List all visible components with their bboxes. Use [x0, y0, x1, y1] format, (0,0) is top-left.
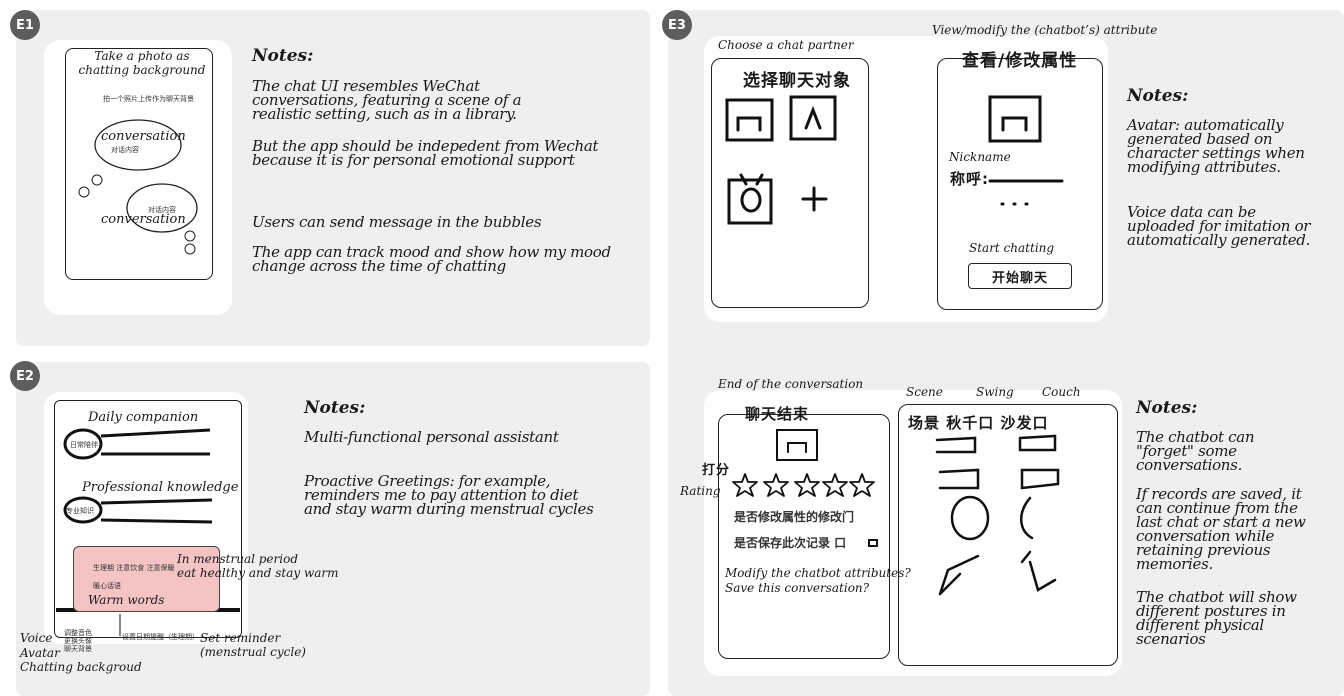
bottom-cn-reminder: 设置日期提醒（生理期） [122, 633, 199, 641]
note-e2-1: Multi-functional personal assistant [304, 428, 559, 446]
notes-title-e4: Notes: [1136, 398, 1198, 418]
bubble2-label: conversation [101, 212, 186, 227]
choose-cn: 选择聊天对象 [743, 71, 851, 91]
nickname-cn: 称呼: [950, 170, 989, 188]
set-reminder: Set reminder [200, 631, 281, 645]
modify-label: Modify the chatbot attributes? [725, 566, 911, 580]
phone-outline-e1 [65, 48, 213, 280]
save-cn: 是否保存此次记录 口 [734, 536, 847, 550]
phone-outline-e4b [898, 404, 1118, 666]
bubbles-e1 [78, 119, 198, 255]
bottom-cn2: 更换头像 [64, 637, 92, 645]
end-label: End of the conversation [718, 377, 864, 391]
note-e4-1: The chatbot can "forget" some conversati… [1136, 428, 1255, 474]
notes-title-e3: Notes: [1127, 86, 1189, 106]
nickname-label: Nickname [949, 150, 1011, 164]
badge-e1: E1 [10, 10, 40, 40]
eat-label: eat healthy and stay warm [177, 566, 339, 580]
note-e1-1: The chat UI resembles WeChat conversatio… [252, 77, 522, 123]
pink-cn1: 生理期 注意饮食 注意保暖 [93, 564, 175, 572]
phone-outline-e4a [718, 414, 890, 659]
prof-label: Professional knowledge [82, 480, 239, 495]
note-e3-1: Avatar: automatically generated based on… [1127, 116, 1305, 176]
badge-e2: E2 [10, 361, 40, 391]
badge-e3: E3 [662, 10, 692, 40]
note-e4-2: If records are saved, it can continue fr… [1136, 485, 1306, 573]
pink-cn2: 暖心话语 [93, 582, 121, 590]
avatar-label: Avatar [20, 646, 60, 660]
bubble1-label: conversation [101, 129, 186, 144]
note-e2-2: Proactive Greetings: for example, remind… [304, 472, 594, 518]
rating-label: Rating [680, 484, 721, 498]
scene-label: Scene [906, 385, 943, 399]
photo-cn: 拍一个照片上传作为聊天背景 [103, 95, 194, 103]
note-e1-3: Users can send message in the bubbles [252, 213, 542, 231]
bottom-cn3: 聊天背景 [64, 645, 92, 653]
swing-label: Swing [976, 385, 1014, 399]
save-label: Save this conversation? [725, 581, 870, 595]
notes-title-e2: Notes: [304, 398, 366, 418]
sketch-card-e1 [44, 40, 232, 315]
prof-cn: 专业知识 [66, 507, 94, 515]
take-photo-label: Take a photo as chatting background [72, 49, 212, 77]
menstrual-label: In menstrual period [177, 552, 299, 566]
note-e3-2: Voice data can be uploaded for imitation… [1127, 203, 1311, 249]
phone-outline-e3a [711, 58, 869, 308]
start-label: Start chatting [969, 241, 1055, 255]
warm-words-box [73, 546, 220, 612]
voice-label: Voice [20, 631, 53, 645]
daily-cn: 日常陪伴 [70, 441, 98, 449]
note-e1-2: But the app should be indepedent from We… [252, 137, 599, 169]
note-e1-4: The app can track mood and show how my m… [252, 243, 611, 275]
rating-cn: 打分 [702, 463, 731, 478]
end-sketch-e4 [732, 429, 1060, 596]
bubble2-cn: 对话内容 [148, 206, 176, 214]
notes-title-e1: Notes: [252, 46, 314, 66]
take-photo-text: Take a photo as chatting background [78, 49, 206, 77]
modify-cn: 是否修改属性的修改门 [734, 510, 855, 524]
avatar-sketches-e3 [725, 95, 1064, 225]
bubble1-cn: 对话内容 [111, 146, 139, 154]
sketch-card-e4 [704, 390, 1122, 676]
chat-bg-label: Chatting backgroud [20, 660, 142, 674]
menstrual-cycle: (menstrual cycle) [200, 645, 306, 659]
warm-words: Warm words [88, 593, 165, 607]
daily-label: Daily companion [88, 410, 199, 425]
view-label: View/modify the (chatbot’s) attribute [932, 23, 1158, 37]
bottom-cn1: 调整音色 [64, 629, 92, 637]
scene-cn: 场景 秋千口 沙发口 [908, 414, 1049, 432]
start-cn: 开始聊天 [991, 270, 1048, 286]
phone-outline-e3b [937, 58, 1103, 310]
view-cn: 查看/修改属性 [962, 51, 1078, 71]
couch-label: Couch [1042, 385, 1081, 399]
choose-label: Choose a chat partner [718, 38, 854, 52]
end-cn: 聊天结束 [745, 405, 810, 423]
start-chatting-button[interactable]: 开始聊天 [968, 263, 1072, 289]
phone-outline-e2 [54, 400, 242, 638]
note-e4-3: The chatbot will show different postures… [1136, 588, 1297, 648]
